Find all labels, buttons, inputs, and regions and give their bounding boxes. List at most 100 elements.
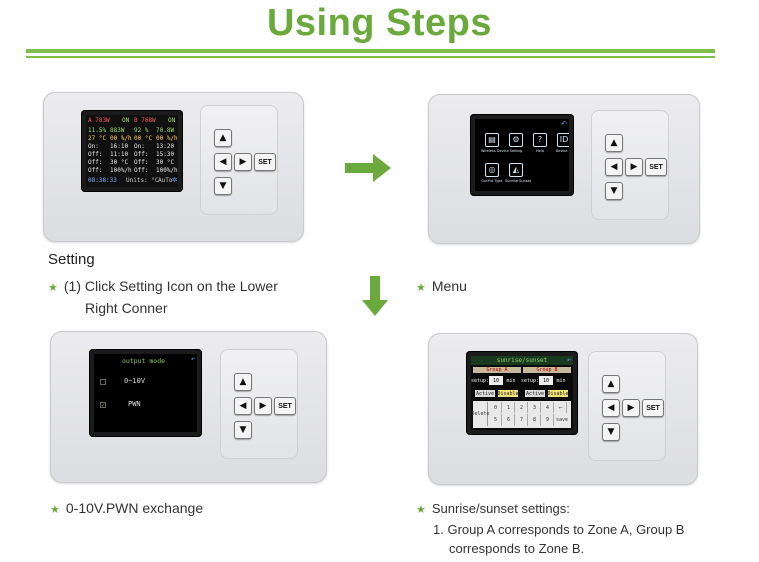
right-button[interactable]: ▶ bbox=[234, 153, 252, 171]
up-button[interactable]: ▲ bbox=[234, 373, 252, 391]
keypad: ▲ ◀ ▶ ▼ SET bbox=[200, 105, 278, 215]
menu-item-label: OutPut Type bbox=[481, 179, 503, 183]
status-cell: 00 %/h bbox=[156, 135, 178, 142]
setting-icon: ⚙ bbox=[509, 133, 523, 147]
keyboard-key[interactable]: 1 bbox=[503, 402, 515, 413]
setup-value-a[interactable]: 10 bbox=[489, 376, 503, 385]
down-button[interactable]: ▼ bbox=[234, 421, 252, 439]
left-button[interactable]: ◀ bbox=[214, 153, 232, 171]
disable-button-b[interactable]: Disable bbox=[547, 390, 569, 397]
keyboard-key[interactable]: ⟵ bbox=[555, 402, 567, 413]
step1-line1: (1) Click Setting Icon on the Lower bbox=[63, 278, 278, 294]
keyboard-key[interactable]: 9 bbox=[542, 414, 554, 426]
set-button[interactable]: SET bbox=[274, 397, 296, 415]
zone-a-state: ON bbox=[122, 117, 130, 124]
output-type-icon: ◎ bbox=[485, 163, 499, 177]
keyboard-key[interactable]: 7 bbox=[516, 414, 528, 426]
set-button[interactable]: SET bbox=[645, 158, 667, 176]
option-pwn[interactable]: PWN bbox=[128, 400, 141, 408]
status-cell: Off: bbox=[134, 167, 149, 174]
sunrise-line1: Sunrise/sunset settings: bbox=[431, 501, 570, 516]
keypad: ▲ ◀ ▶ ▼ SET bbox=[591, 110, 669, 220]
keyboard-key[interactable]: 5 bbox=[490, 414, 502, 426]
status-cell: On: bbox=[134, 143, 145, 150]
up-button[interactable]: ▲ bbox=[602, 375, 620, 393]
right-button[interactable]: ▶ bbox=[622, 399, 640, 417]
help-icon: ? bbox=[533, 133, 547, 147]
keyboard-key[interactable]: 3 bbox=[529, 402, 541, 413]
page-title: Using Steps bbox=[266, 2, 493, 44]
checkbox-0-10v[interactable] bbox=[100, 379, 106, 385]
active-button-a[interactable]: Active bbox=[475, 390, 495, 397]
exchange-caption-text: 0-10V.PWN exchange bbox=[65, 500, 204, 516]
setup-value-b[interactable]: 10 bbox=[539, 376, 553, 385]
step1-caption: ★(1) Click Setting Icon on the Lower Rig… bbox=[48, 276, 278, 318]
status-cell: 92 % bbox=[134, 127, 149, 134]
status-cell: 13:20 bbox=[156, 143, 175, 150]
right-button[interactable]: ▶ bbox=[254, 397, 272, 415]
left-button[interactable]: ◀ bbox=[234, 397, 252, 415]
active-button-b[interactable]: Active bbox=[525, 390, 545, 397]
units-label: Units: °C bbox=[126, 177, 159, 184]
back-icon[interactable]: ↶ bbox=[561, 120, 567, 128]
menu-item-label: Wireless Device bbox=[481, 149, 509, 153]
keyboard-key[interactable]: 4 bbox=[542, 402, 554, 413]
disable-button-a[interactable]: Disable bbox=[497, 390, 519, 397]
star-icon: ★ bbox=[50, 504, 60, 516]
menu-item-setting[interactable]: ⚙ Setting bbox=[505, 133, 527, 153]
checkbox-pwn[interactable]: ✓ bbox=[100, 402, 106, 409]
unit-b: min bbox=[556, 378, 566, 384]
status-cell: Off: bbox=[134, 151, 149, 158]
keyboard-key[interactable]: 8 bbox=[529, 414, 541, 426]
status-cell: 100%/h bbox=[156, 167, 178, 174]
back-icon[interactable]: ↶ bbox=[566, 356, 571, 364]
left-button[interactable]: ◀ bbox=[602, 399, 620, 417]
menu-item-sunrise-sunset[interactable]: ◭Sunrise Sunset bbox=[505, 163, 531, 183]
title-rule-thin bbox=[26, 56, 715, 58]
menu-item-help[interactable]: ?Help bbox=[529, 133, 551, 153]
save-key[interactable]: save bbox=[555, 417, 569, 423]
zone-b-power: B 768W bbox=[134, 117, 156, 124]
set-button[interactable]: SET bbox=[642, 399, 664, 417]
status-cell: Off: bbox=[88, 167, 103, 174]
keyboard-key[interactable]: 2 bbox=[516, 402, 528, 413]
set-button[interactable]: SET bbox=[254, 153, 276, 171]
status-cell: 00 %/h bbox=[110, 135, 132, 142]
keyboard-key[interactable]: 6 bbox=[503, 414, 515, 426]
status-cell: 11.5% bbox=[88, 127, 107, 134]
status-cell: 883W bbox=[110, 127, 125, 134]
keyboard-key[interactable]: 0 bbox=[490, 402, 502, 413]
left-button[interactable]: ◀ bbox=[605, 158, 623, 176]
down-button[interactable]: ▼ bbox=[214, 177, 232, 195]
back-icon[interactable]: ↶ bbox=[190, 355, 195, 363]
menu-item-output-type[interactable]: ◎ OutPut Type bbox=[481, 163, 503, 183]
up-button[interactable]: ▲ bbox=[214, 129, 232, 147]
delete-key[interactable]: Delete bbox=[471, 402, 490, 426]
status-cell: 11:10 bbox=[110, 151, 129, 158]
sunrise-caption: ★Sunrise/sunset settings: 1. Group A cor… bbox=[416, 499, 684, 558]
up-button[interactable]: ▲ bbox=[605, 134, 623, 152]
screen-bezel: output mode ↶ 0~10V ✓ PWN bbox=[89, 349, 202, 437]
sunrise-line3: corresponds to Zone B. bbox=[449, 541, 585, 556]
status-cell: 30 °C bbox=[156, 159, 175, 166]
down-button[interactable]: ▼ bbox=[605, 182, 623, 200]
step1-line2: Right Conner bbox=[85, 300, 168, 316]
menu-item-wireless-device[interactable]: ▤Wireless Device bbox=[481, 133, 509, 153]
group-a-header: Group A bbox=[473, 367, 521, 373]
option-0-10v[interactable]: 0~10V bbox=[124, 377, 146, 385]
output-mode-screen: output mode ↶ 0~10V ✓ PWN bbox=[94, 354, 197, 432]
keypad: ▲ ◀ ▶ ▼ SET bbox=[220, 349, 298, 459]
down-button[interactable]: ▼ bbox=[602, 423, 620, 441]
right-button[interactable]: ▶ bbox=[625, 158, 643, 176]
gear-icon[interactable]: ✲ bbox=[172, 175, 178, 185]
setup-label-b: setup: bbox=[520, 378, 540, 384]
menu-item-label: Setting bbox=[509, 149, 523, 153]
